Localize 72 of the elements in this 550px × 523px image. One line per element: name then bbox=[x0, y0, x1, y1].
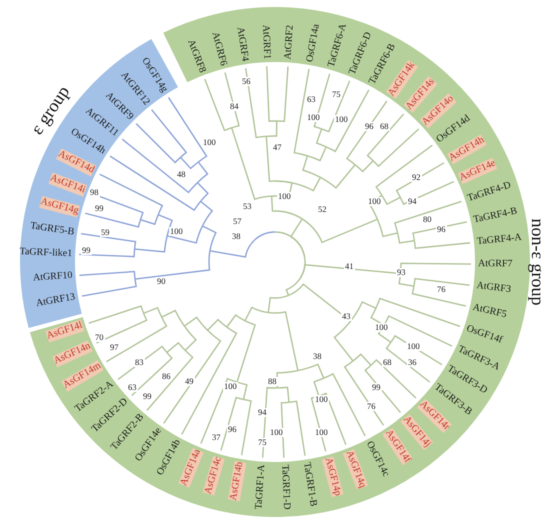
bootstrap-value: 100 bbox=[277, 192, 292, 201]
bootstrap-value: 68 bbox=[379, 122, 390, 131]
bootstrap-value: 96 bbox=[436, 225, 446, 234]
bootstrap-value: 70 bbox=[94, 333, 104, 342]
bootstrap-value: 100 bbox=[202, 138, 217, 147]
bootstrap-value: 48 bbox=[176, 170, 186, 179]
gene-label: TaGRF-like1 bbox=[19, 246, 72, 260]
bootstrap-value: 76 bbox=[366, 402, 376, 411]
gene-label: AtGRF13 bbox=[35, 291, 76, 310]
bootstrap-value: 100 bbox=[169, 227, 184, 236]
bootstrap-value: 80 bbox=[422, 215, 432, 224]
bootstrap-value: 92 bbox=[411, 173, 422, 182]
gene-label: AtGRF3 bbox=[476, 280, 512, 296]
bootstrap-value: 100 bbox=[374, 323, 389, 332]
bootstrap-value: 63 bbox=[127, 383, 138, 392]
bootstrap-value: 63 bbox=[306, 95, 316, 104]
bootstrap-value: 75 bbox=[331, 90, 342, 99]
bootstrap-value: 41 bbox=[344, 262, 354, 271]
bootstrap-value: 100 bbox=[314, 395, 329, 404]
bootstrap-value: 75 bbox=[257, 438, 268, 447]
bootstrap-value: 76 bbox=[436, 285, 446, 294]
bootstrap-value: 56 bbox=[241, 77, 252, 86]
gene-label: AtGRF4 bbox=[234, 26, 251, 62]
gene-label: AtGRF1 bbox=[259, 24, 272, 60]
bootstrap-value: 94 bbox=[407, 197, 418, 206]
bootstrap-value: 43 bbox=[341, 312, 352, 321]
gene-label: AtGRF6 bbox=[208, 30, 229, 68]
bootstrap-value: 99 bbox=[81, 246, 92, 255]
bootstrap-value: 83 bbox=[134, 358, 144, 367]
bootstrap-value: 38 bbox=[312, 352, 322, 361]
bootstrap-value: 100 bbox=[334, 115, 349, 124]
bootstrap-value: 47 bbox=[272, 143, 282, 152]
bootstrap-value: 100 bbox=[269, 428, 284, 437]
gene-label: AtGRF5 bbox=[471, 302, 508, 322]
bootstrap-value: 49 bbox=[184, 377, 194, 386]
bootstrap-value: 88 bbox=[267, 377, 278, 386]
bootstrap-value: 94 bbox=[257, 408, 268, 417]
gene-label: TaGRF5-B bbox=[29, 220, 75, 239]
bootstrap-value: 98 bbox=[89, 188, 100, 197]
group-label: non-ε group bbox=[528, 218, 548, 306]
bootstrap-value: 38 bbox=[231, 232, 242, 241]
bootstrap-value: 86 bbox=[161, 372, 172, 381]
gene-label: TaGRF1-B bbox=[300, 462, 319, 508]
gene-label: TaGRF4-B bbox=[472, 206, 518, 226]
bootstrap-value: 52 bbox=[317, 205, 328, 214]
bootstrap-value: 100 bbox=[306, 113, 321, 122]
bootstrap-value: 100 bbox=[314, 428, 329, 437]
bootstrap-value: 37 bbox=[211, 433, 222, 442]
gene-label: AtGRF7 bbox=[478, 258, 512, 270]
bootstrap-value: 53 bbox=[242, 202, 252, 211]
bootstrap-value: 100 bbox=[406, 342, 421, 351]
bootstrap-value: 84 bbox=[229, 102, 240, 111]
gene-label: AtGRF2 bbox=[282, 24, 297, 60]
bootstrap-value: 68 bbox=[382, 358, 392, 367]
gene-label: AtGRF10 bbox=[32, 270, 73, 284]
bootstrap-value: 93 bbox=[396, 268, 406, 277]
bootstrap-value: 99 bbox=[371, 383, 382, 392]
bootstrap-value: 99 bbox=[142, 392, 152, 401]
gene-label: TaGRF4-A bbox=[476, 232, 522, 248]
gene-label: TaGRF1-A bbox=[253, 464, 268, 510]
bootstrap-value: 97 bbox=[109, 343, 120, 352]
gene-label: TaGRF1-D bbox=[278, 464, 292, 510]
bootstrap-value: 96 bbox=[364, 122, 374, 131]
bootstrap-value: 100 bbox=[367, 197, 382, 206]
bootstrap-value: 36 bbox=[407, 358, 418, 367]
bootstrap-value: 90 bbox=[156, 277, 166, 286]
bootstrap-value: 57 bbox=[232, 217, 242, 226]
bootstrap-value: 99 bbox=[94, 204, 104, 213]
bootstrap-value: 96 bbox=[227, 425, 238, 434]
bootstrap-value: 100 bbox=[223, 382, 238, 391]
gene-label: OsGF14a bbox=[304, 23, 323, 64]
bootstrap-value: 59 bbox=[100, 228, 110, 237]
